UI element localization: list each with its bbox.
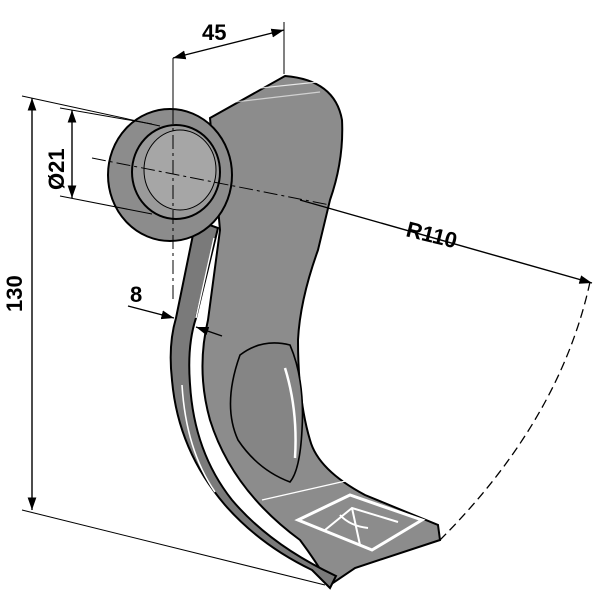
- dimension-bore-label: Ø21: [44, 148, 69, 190]
- blade-scoop-recess: [229, 342, 304, 483]
- blade-part: [107, 74, 442, 590]
- dimension-radius-label: R110: [404, 217, 460, 254]
- blade-highlight: [181, 384, 216, 493]
- dimension-height-label: 130: [2, 275, 27, 312]
- dimension-width-label: 45: [202, 20, 226, 45]
- blade-highlight: [195, 237, 215, 319]
- blade-bend-line: [261, 479, 351, 501]
- dimension-height: 130: [2, 95, 326, 586]
- stamped-logo: [294, 493, 426, 552]
- dimension-radius: R110: [299, 199, 593, 284]
- centerlines: [91, 60, 591, 541]
- dimension-thickness-label: 8: [130, 282, 142, 307]
- radius-centerline: [91, 157, 331, 206]
- blade-highlight: [217, 91, 321, 105]
- radius-arc: [439, 281, 591, 541]
- dimension-bore: Ø21: [44, 107, 153, 215]
- dimension-width: 45: [172, 20, 285, 112]
- blade-highlight: [221, 81, 319, 93]
- bushing-bore-inner: [143, 129, 217, 211]
- blade-highlight: [283, 367, 297, 459]
- blade-front-edge: [169, 218, 338, 590]
- dimension-thickness: 8: [127, 282, 223, 337]
